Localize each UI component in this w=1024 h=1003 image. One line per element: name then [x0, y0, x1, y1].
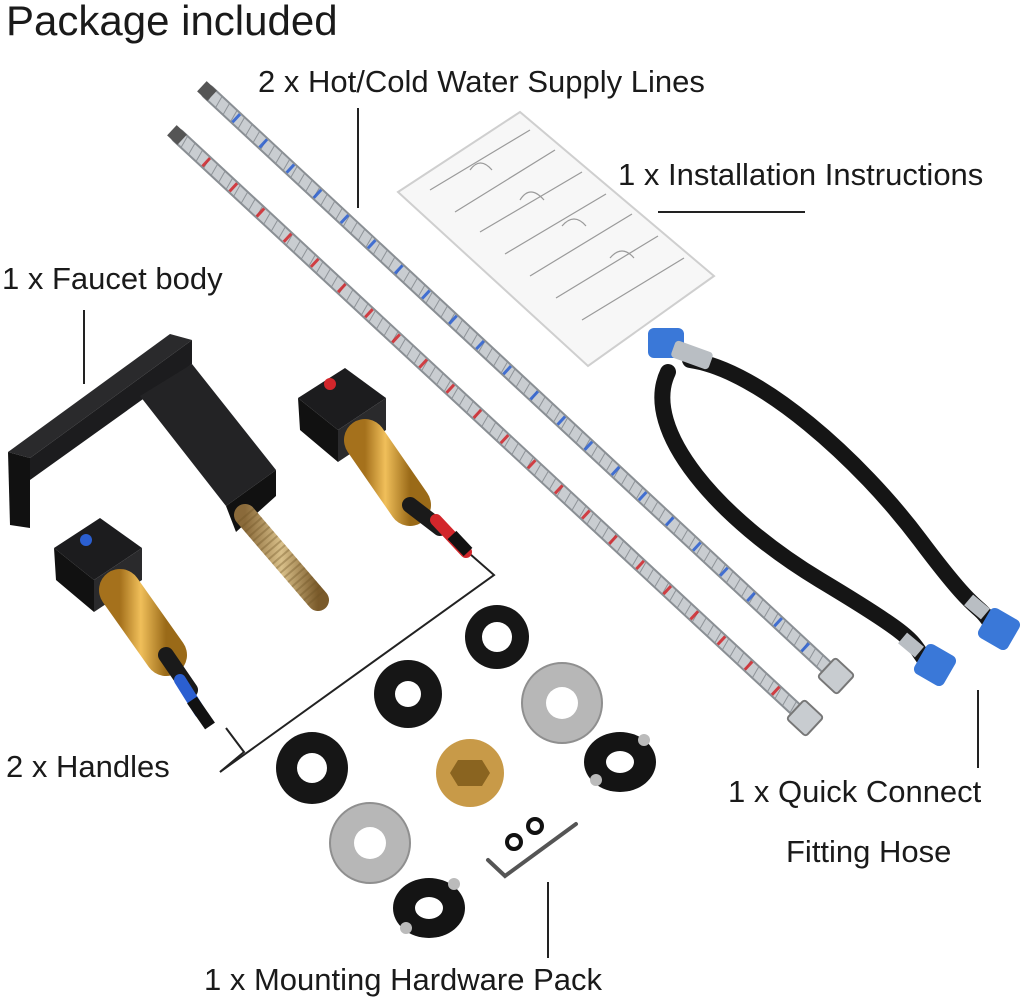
hardware-pack-label: 1 x Mounting Hardware Pack: [204, 962, 603, 997]
supply-lines-label: 2 x Hot/Cold Water Supply Lines: [258, 64, 705, 99]
callout-lines: [83, 108, 979, 958]
page-title: Package included: [6, 0, 338, 44]
o-ring: [505, 833, 523, 851]
supply-line-tip: [167, 125, 187, 145]
faucet-body: [8, 334, 329, 611]
hot-indicator-icon: [324, 378, 336, 390]
supply-line-front: [167, 125, 824, 737]
supply-line-nut: [786, 699, 824, 737]
supply-line-back: [197, 81, 855, 695]
instructions-label: 1 x Installation Instructions: [618, 157, 984, 192]
supply-line-nut: [817, 657, 855, 695]
faucet-body-threaded-shank: [234, 504, 329, 611]
quick-connect-label-line2: Fitting Hose: [786, 834, 952, 869]
instruction-sheet: [396, 110, 716, 368]
handles-callout-upper: [219, 546, 496, 773]
faucet-body-label: 1 x Faucet body: [2, 261, 223, 296]
cold-indicator-icon: [80, 534, 92, 546]
quick-connect-end-fitting: [977, 607, 1021, 651]
handles-label: 2 x Handles: [6, 749, 170, 784]
cold-handle: [54, 518, 215, 730]
supply-line-tip: [197, 81, 217, 101]
quick-connect-hose: [648, 328, 1021, 687]
handles-callout-lower: [219, 727, 246, 773]
quick-connect-label: 1 x Quick Connect: [728, 774, 982, 809]
o-ring: [526, 817, 544, 835]
hex-key-icon: [486, 822, 578, 879]
quick-connect-end-fitting: [913, 643, 957, 687]
hot-handle: [298, 368, 473, 558]
mounting-hardware: [276, 605, 656, 938]
